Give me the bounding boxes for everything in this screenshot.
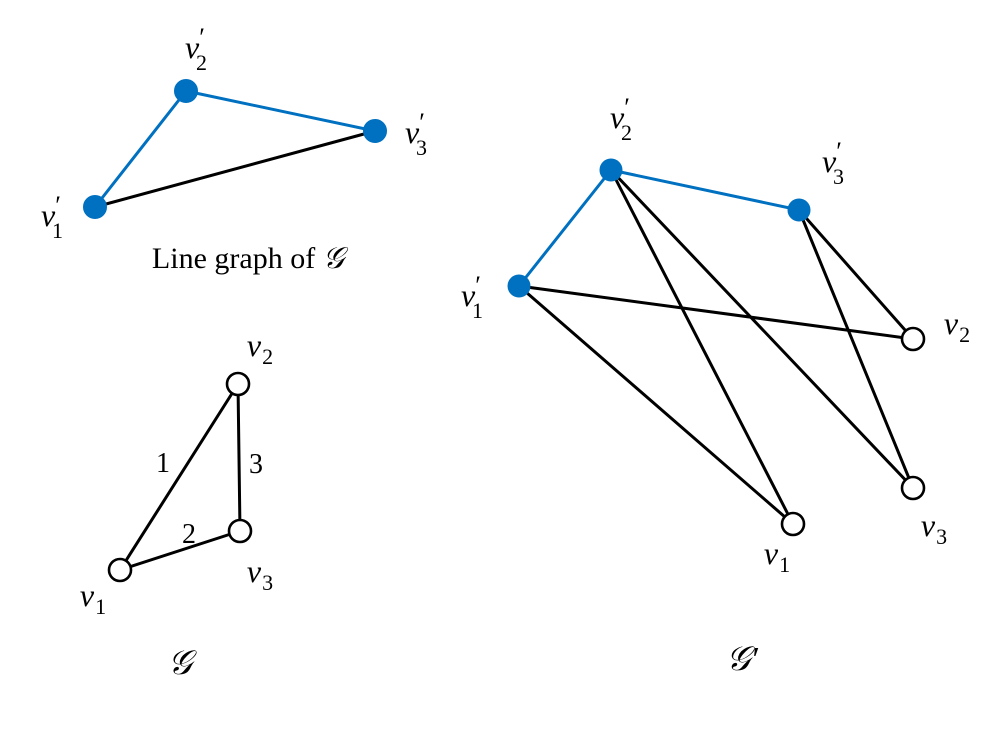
graph-g-prime-label-v1p: v′1 — [461, 271, 483, 323]
line-graph-edge-v1p-v2p — [93, 89, 188, 209]
line-graph-nodes — [83, 79, 387, 219]
graph-g-caption: 𝒢 — [168, 645, 197, 682]
graph-g-prime-edge-v1p-v2p — [517, 168, 613, 288]
line-graph-label-v2p: v′2 — [185, 23, 207, 75]
graph-g-prime-caption: 𝒢′ — [726, 641, 758, 678]
line-graph-label-v1p: v′1 — [41, 191, 63, 243]
line-graph-label-v3p: v′3 — [405, 108, 427, 160]
line-graph-node-v2p — [174, 79, 198, 103]
graph-g-prime-node-v2p — [599, 158, 623, 182]
graph-g-prime-label-v3: v3 — [921, 507, 947, 549]
graph-g-prime-label-v1: v1 — [764, 535, 790, 577]
graph-g-edge-v2-v3 — [236, 382, 242, 533]
graph-g-edge-label-2: 2 — [182, 519, 196, 550]
graph-g-node-v2 — [225, 371, 251, 397]
graph-g-prime-edge-v2p-v3p — [609, 168, 801, 212]
graph-g-prime-node-labels: v′1 v′2 v′3 v1 v2 v3 — [461, 93, 970, 577]
graph-g-prime-edge-v1p-v1 — [517, 284, 795, 526]
graph-g-prime-label-v3p: v′3 — [822, 137, 844, 189]
line-graph-node-labels: v′1 v′2 v′3 — [41, 23, 427, 243]
line-graph-node-v3p — [363, 119, 387, 143]
graph-g-prime-edge-v1p-v2 — [517, 284, 915, 341]
graph-g-prime-node-v1p — [507, 274, 531, 298]
graph-g-node-v3 — [227, 518, 253, 544]
graph-g-prime-label-v2p: v′2 — [610, 93, 632, 145]
graph-g-prime-edge-v3p-v2 — [797, 208, 915, 341]
line-graph-edges — [93, 89, 377, 209]
graph-g-prime-nodes — [507, 158, 926, 537]
graph-g-prime-edge-v3p-v3 — [797, 208, 915, 490]
graph-g-edge-labels: 1 2 3 — [156, 448, 263, 550]
graph-g-prime-label-v2: v2 — [944, 305, 970, 347]
line-graph-edge-v2p-v3p — [184, 89, 377, 133]
graph-g-prime-node-v3p — [787, 198, 811, 222]
graph-g-prime-edges — [517, 168, 915, 526]
graph-g-edges — [118, 382, 242, 572]
graph-g-prime-node-v1 — [780, 511, 806, 537]
line-graph-edge-v1p-v3p — [93, 129, 377, 209]
graph-g-node-v1 — [107, 557, 133, 583]
line-graph-node-v1p — [83, 195, 107, 219]
graph-g-prime-node-v2 — [900, 326, 926, 352]
graph-g-label-v1: v1 — [80, 577, 106, 619]
graph-g-label-v2: v2 — [247, 327, 273, 369]
graph-g-label-v3: v3 — [247, 553, 273, 595]
graph-g-edge-label-1: 1 — [156, 448, 170, 479]
line-graph-caption: Line graph of 𝒢 — [152, 242, 349, 275]
graph-g-nodes — [107, 371, 253, 583]
graph-g-edge-v1-v3 — [118, 529, 242, 572]
graph-g-edge-label-3: 3 — [249, 449, 263, 480]
graph-g-prime-edge-v2p-v1 — [609, 168, 795, 526]
graph-g-node-labels: v1 v2 v3 — [80, 327, 273, 619]
graph-g-prime-edge-v2p-v3 — [609, 168, 915, 490]
graph-g-edge-v1-v2 — [118, 382, 240, 572]
graph-g-prime-node-v3 — [900, 475, 926, 501]
